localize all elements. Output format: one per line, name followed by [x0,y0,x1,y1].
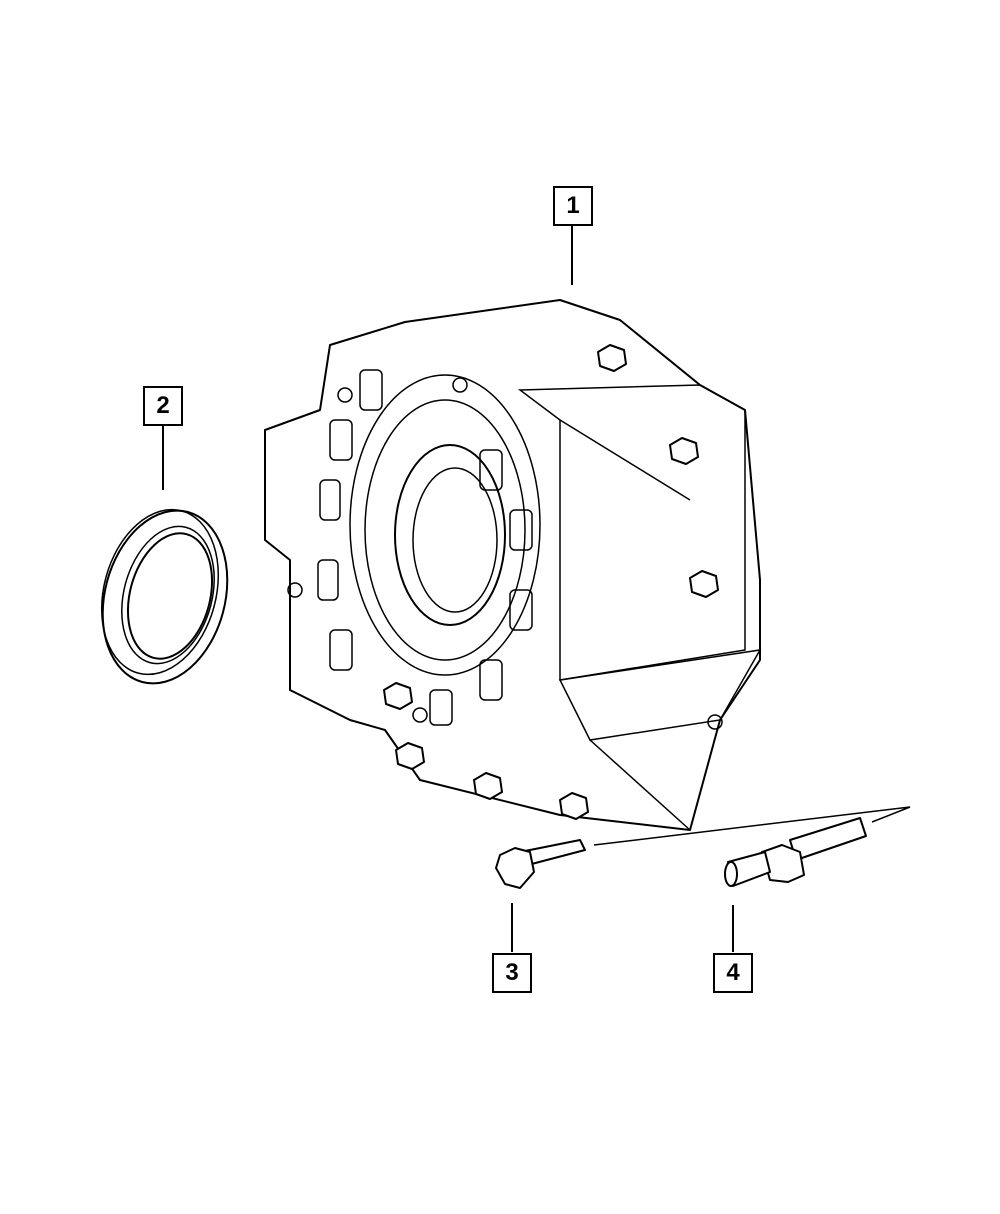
stud-drawing [724,817,867,887]
housing-drawing [264,299,762,831]
leader-lines [162,224,911,952]
seal-drawing [100,508,229,685]
callout-1: 1 [553,186,593,226]
callout-3: 3 [492,953,532,993]
callout-2: 2 [143,386,183,426]
leader-line-bracket [593,806,911,846]
callout-4: 4 [713,953,753,993]
bolt-drawing [495,839,586,889]
housing-bolts [383,344,719,820]
